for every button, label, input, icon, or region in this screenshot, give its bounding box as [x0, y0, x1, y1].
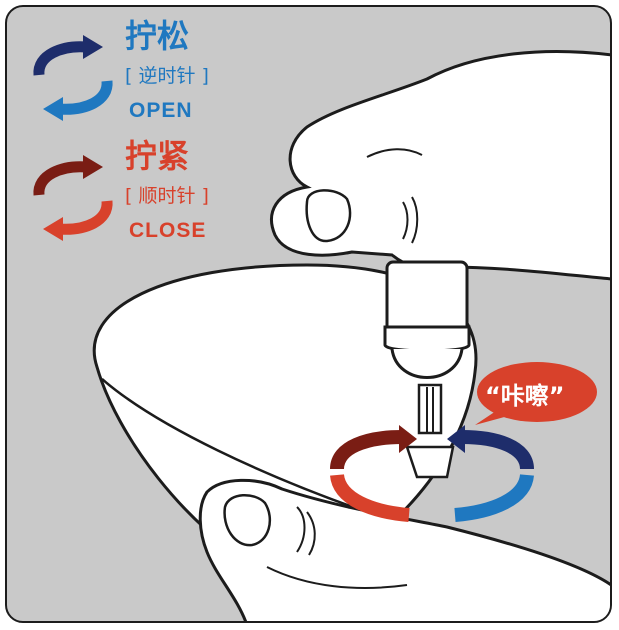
- close-direction: [ 顺时针 ]: [125, 185, 209, 207]
- clockwise-arrows-icon: [39, 155, 107, 241]
- upper-hand: [272, 52, 612, 279]
- illustration-panel: 拧松 [ 逆时针 ] OPEN 拧紧 [ 顺时针 ] CLOSE “咔嚓”: [5, 5, 612, 623]
- hand-tool-illustration: [7, 7, 612, 623]
- tool-tip: [419, 385, 441, 433]
- open-direction: [ 逆时针 ]: [125, 65, 209, 87]
- open-title: 拧松: [125, 19, 189, 53]
- close-title: 拧紧: [125, 139, 189, 173]
- tool-handle: [387, 262, 467, 332]
- close-english: CLOSE: [129, 219, 206, 243]
- open-english: OPEN: [129, 99, 193, 123]
- counterclockwise-arrows-icon: [39, 35, 107, 121]
- click-sound-label: “咔嚓”: [485, 376, 565, 411]
